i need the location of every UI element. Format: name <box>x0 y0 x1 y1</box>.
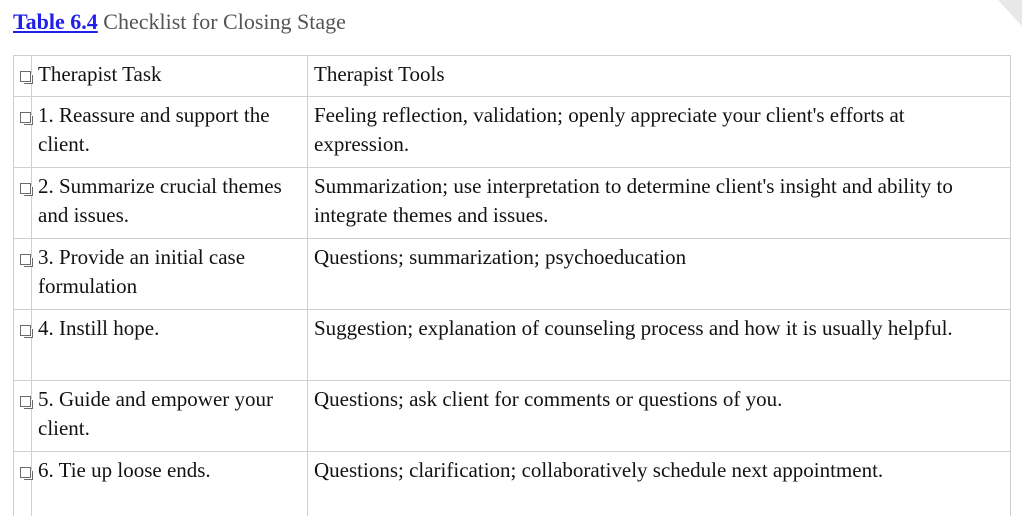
table-row: 2. Summarize crucial themes and issues. … <box>13 167 1011 239</box>
table-row: 6. Tie up loose ends. Questions; clarifi… <box>13 451 1011 523</box>
cell-tools: Feeling reflection, validation; openly a… <box>307 96 1011 168</box>
cell-tools: Questions; clarification; collaborativel… <box>307 451 1011 523</box>
page-curl-icon <box>998 0 1022 26</box>
cell-task: 5. Guide and empower your client. <box>31 380 308 452</box>
header-marker-cell <box>13 55 32 97</box>
small-square-placeholder-icon <box>20 325 31 336</box>
checklist-table: Therapist Task Therapist Tools 1. Reassu… <box>13 55 1011 523</box>
cell-task: 4. Instill hope. <box>31 309 308 381</box>
cell-tools: Questions; ask client for comments or qu… <box>307 380 1011 452</box>
column-header-task: Therapist Task <box>31 55 308 97</box>
small-square-placeholder-icon <box>20 467 31 478</box>
small-square-placeholder-icon <box>20 71 31 82</box>
row-marker-cell <box>13 96 32 168</box>
row-marker-cell <box>13 238 32 310</box>
column-header-tools: Therapist Tools <box>307 55 1011 97</box>
table-number-link[interactable]: Table 6.4 <box>13 9 98 34</box>
page-bottom-edge <box>0 516 1022 529</box>
table-caption-text: Checklist for Closing Stage <box>97 9 346 34</box>
table-row: 3. Provide an initial case formulation Q… <box>13 238 1011 310</box>
cell-task: 1. Reassure and support the client. <box>31 96 308 168</box>
row-marker-cell <box>13 309 32 381</box>
row-marker-cell <box>13 451 32 523</box>
table-body: 1. Reassure and support the client. Feel… <box>13 96 1011 523</box>
row-marker-cell <box>13 167 32 239</box>
table-row: 1. Reassure and support the client. Feel… <box>13 96 1011 168</box>
cell-task: 2. Summarize crucial themes and issues. <box>31 167 308 239</box>
cell-task: 3. Provide an initial case formulation <box>31 238 308 310</box>
row-marker-cell <box>13 380 32 452</box>
small-square-placeholder-icon <box>20 254 31 265</box>
table-header-row: Therapist Task Therapist Tools <box>13 55 1011 97</box>
cell-tools: Suggestion; explanation of counseling pr… <box>307 309 1011 381</box>
table-header: Therapist Task Therapist Tools <box>13 55 1011 97</box>
small-square-placeholder-icon <box>20 183 31 194</box>
table-row: 5. Guide and empower your client. Questi… <box>13 380 1011 452</box>
small-square-placeholder-icon <box>20 112 31 123</box>
cell-task: 6. Tie up loose ends. <box>31 451 308 523</box>
table-row: 4. Instill hope. Suggestion; explanation… <box>13 309 1011 381</box>
small-square-placeholder-icon <box>20 396 31 407</box>
checklist-table-container: Therapist Task Therapist Tools 1. Reassu… <box>13 55 1011 523</box>
table-caption: Table 6.4 Checklist for Closing Stage <box>13 9 346 35</box>
cell-tools: Questions; summarization; psychoeducatio… <box>307 238 1011 310</box>
cell-tools: Summarization; use interpretation to det… <box>307 167 1011 239</box>
